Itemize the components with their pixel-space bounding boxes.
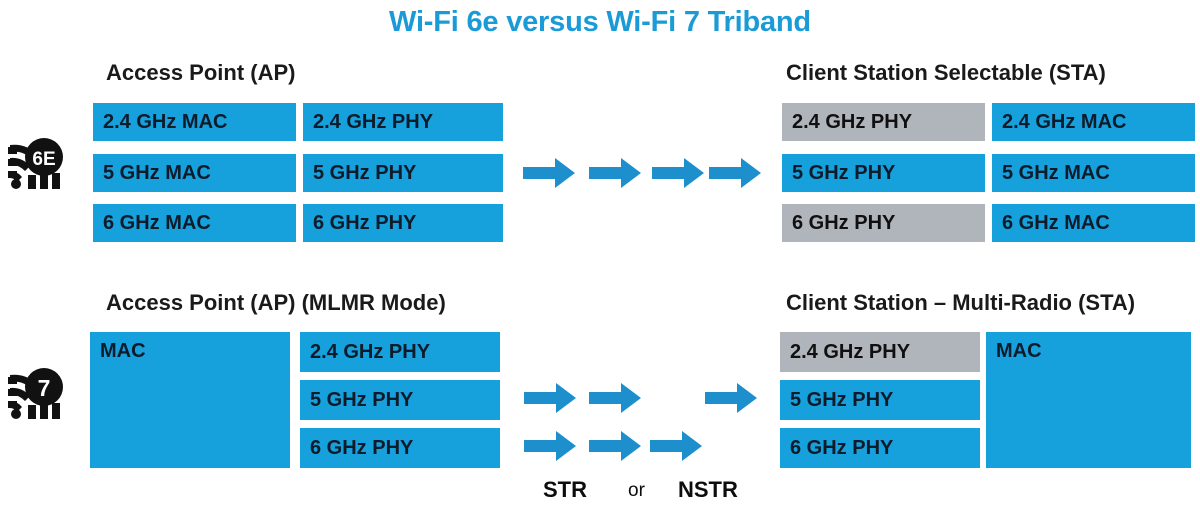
- sta-header-6e: Client Station Selectable (STA): [786, 60, 1106, 85]
- link-arrow-6e-4: [709, 158, 761, 188]
- box-ap-mac-6-6e[interactable]: 6 GHz MAC: [93, 204, 296, 242]
- box-sta-phy-24-7[interactable]: 2.4 GHz PHY: [780, 332, 980, 372]
- box-sta-phy-5-7[interactable]: 5 GHz PHY: [780, 380, 980, 420]
- nstr-arrow-2: [589, 431, 641, 461]
- box-ap-mac-7[interactable]: MAC: [90, 332, 290, 468]
- box-ap-phy-6-7[interactable]: 6 GHz PHY: [300, 428, 500, 468]
- nstr-arrow-1: [524, 431, 576, 461]
- box-ap-phy-5-6e[interactable]: 5 GHz PHY: [303, 154, 503, 192]
- ap-header-6e: Access Point (AP): [106, 60, 296, 85]
- box-sta-phy-6-7[interactable]: 6 GHz PHY: [780, 428, 980, 468]
- box-sta-phy-24-6e[interactable]: 2.4 GHz PHY: [782, 103, 985, 141]
- str-arrow-1: [524, 383, 576, 413]
- box-sta-mac-7[interactable]: MAC: [986, 332, 1191, 468]
- box-ap-phy-24-7[interactable]: 2.4 GHz PHY: [300, 332, 500, 372]
- wifi-7-badge-text: 7: [38, 375, 51, 401]
- wifi-6e-logo-icon: 6E: [6, 135, 68, 197]
- box-ap-phy-5-7[interactable]: 5 GHz PHY: [300, 380, 500, 420]
- box-ap-phy-24-6e[interactable]: 2.4 GHz PHY: [303, 103, 503, 141]
- label-or: or: [628, 480, 645, 501]
- str-arrow-2: [589, 383, 641, 413]
- box-ap-mac-5-6e[interactable]: 5 GHz MAC: [93, 154, 296, 192]
- label-str: STR: [543, 477, 587, 502]
- link-arrow-6e-2: [589, 158, 641, 188]
- label-nstr: NSTR: [678, 477, 738, 502]
- box-sta-mac-5-6e[interactable]: 5 GHz MAC: [992, 154, 1195, 192]
- box-ap-phy-6-6e[interactable]: 6 GHz PHY: [303, 204, 503, 242]
- page-title: Wi-Fi 6e versus Wi-Fi 7 Triband: [389, 6, 811, 38]
- link-arrow-6e-3: [652, 158, 704, 188]
- box-ap-mac-24-6e[interactable]: 2.4 GHz MAC: [93, 103, 296, 141]
- box-sta-phy-5-6e[interactable]: 5 GHz PHY: [782, 154, 985, 192]
- nstr-arrow-3: [650, 431, 702, 461]
- box-sta-mac-24-6e[interactable]: 2.4 GHz MAC: [992, 103, 1195, 141]
- wifi-6e-badge-text: 6E: [32, 149, 55, 170]
- box-sta-mac-6-6e[interactable]: 6 GHz MAC: [992, 204, 1195, 242]
- wifi-7-logo-icon: 7: [6, 365, 68, 427]
- str-arrow-3: [705, 383, 757, 413]
- link-arrow-6e-1: [523, 158, 575, 188]
- sta-header-7: Client Station – Multi-Radio (STA): [786, 290, 1136, 315]
- ap-header-7: Access Point (AP) (MLMR Mode): [106, 290, 446, 315]
- box-sta-phy-6-6e[interactable]: 6 GHz PHY: [782, 204, 985, 242]
